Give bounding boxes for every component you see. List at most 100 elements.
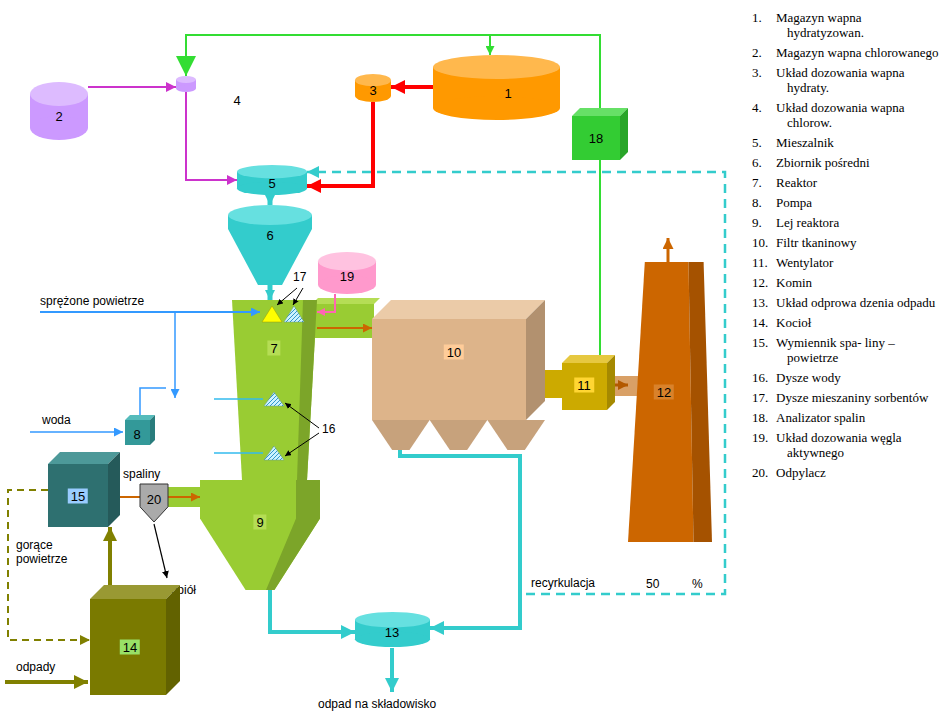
key-number: 15. xyxy=(752,335,776,365)
key-number: 17. xyxy=(752,390,776,405)
flow-connector xyxy=(599,160,601,355)
box3d-shape xyxy=(48,452,120,527)
key-text: Magazyn wapna chlorowanego xyxy=(776,45,940,60)
column-shape xyxy=(232,300,317,480)
key-list: 1.Magazyn wapna hydratyzowan.2.Magazyn w… xyxy=(752,10,940,485)
box-top xyxy=(48,452,120,464)
box-front xyxy=(48,464,108,527)
flow-connector xyxy=(270,590,355,632)
cylinder-top xyxy=(176,76,196,83)
key-row: 2.Magazyn wapna chlorowanego xyxy=(752,45,940,60)
box-side xyxy=(150,415,155,445)
node-outline xyxy=(200,480,320,590)
cyl-shape xyxy=(176,76,196,92)
flow-connector xyxy=(268,285,273,300)
cyl-shape xyxy=(355,612,430,647)
pump-line xyxy=(140,388,166,415)
cylinder-bottom xyxy=(176,85,196,92)
box-front xyxy=(125,420,150,445)
box-top xyxy=(562,355,615,363)
box3d-node: 11 xyxy=(562,355,615,410)
key-number: 6. xyxy=(752,155,776,170)
callout-number: 13 xyxy=(382,625,402,640)
callout-number: 6 xyxy=(263,228,276,243)
box3d-shape xyxy=(90,585,180,695)
key-row: 18.Analizator spalin xyxy=(752,410,940,425)
key-number: 16. xyxy=(752,370,776,385)
box-front xyxy=(372,319,526,420)
filter-shape xyxy=(372,300,545,450)
flow-connector xyxy=(317,294,335,312)
key-text: Wentylator xyxy=(776,255,940,270)
callout-number: 7 xyxy=(267,341,280,356)
callout-number: 2 xyxy=(52,109,65,124)
callout-number: 18 xyxy=(586,131,606,146)
key-number: 11. xyxy=(752,255,776,270)
key-row: 15.Wymiennik spa- liny – powietrze xyxy=(752,335,940,365)
box-front xyxy=(562,363,607,410)
key-text: Dysze wody xyxy=(776,370,940,385)
diagram-label: 16 xyxy=(322,422,335,436)
cyl-shape xyxy=(355,74,391,102)
box3d-node: 18 xyxy=(572,108,628,160)
diagram-label: % xyxy=(692,577,703,591)
key-text: Mieszalnik xyxy=(776,135,940,150)
funnel-top xyxy=(228,205,312,225)
column-node: 7 xyxy=(232,300,317,480)
node-outline xyxy=(232,300,317,480)
key-row: 7.Reaktor xyxy=(752,175,940,190)
shield-node: 20 xyxy=(140,484,168,522)
flow-connector xyxy=(88,86,176,88)
node-outline xyxy=(176,76,196,92)
key-row: 10.Filtr tkaninowy xyxy=(752,235,940,250)
key-number: 2. xyxy=(752,45,776,60)
cyclone-shape xyxy=(140,484,168,522)
filter-node: 10 xyxy=(372,300,545,450)
water-line xyxy=(30,431,123,433)
box-side xyxy=(166,585,180,695)
hopper-shape xyxy=(200,480,320,590)
key-text: Układ dozowania węgla aktywnego xyxy=(776,430,940,460)
flow-connector xyxy=(186,35,600,108)
key-number: 18. xyxy=(752,410,776,425)
box-front xyxy=(90,599,166,695)
compressed-air-line xyxy=(40,311,260,313)
callout-number: 15 xyxy=(68,489,88,504)
key-text: Reaktor xyxy=(776,175,940,190)
key-row: 8.Pompa xyxy=(752,195,940,210)
key-text: Układ odprowa dzenia odpadu xyxy=(776,295,940,310)
key-text: Odpylacz xyxy=(776,465,940,480)
cylinder-bottom xyxy=(433,96,560,120)
key-number: 4. xyxy=(752,100,776,130)
callout-number: 4 xyxy=(230,93,243,108)
callout-number: 10 xyxy=(444,345,464,360)
cyl-shape xyxy=(318,252,376,294)
key-row: 14.Kocioł xyxy=(752,315,940,330)
key-row: 19.Układ dozowania węgla aktywnego xyxy=(752,430,940,460)
cyl-shape xyxy=(30,82,88,140)
key-text: Układ dozowania wapna chlorow. xyxy=(776,100,940,130)
callout-number: 14 xyxy=(120,640,140,655)
key-text: Pompa xyxy=(776,195,940,210)
key-row: 12.Komin xyxy=(752,275,940,290)
box3d-shape xyxy=(125,415,155,445)
key-number: 7. xyxy=(752,175,776,190)
box-front xyxy=(572,116,620,160)
ash-leader xyxy=(154,524,167,578)
callout-number: 11 xyxy=(574,378,594,393)
key-row: 5.Mieszalnik xyxy=(752,135,940,150)
callout-number: 3 xyxy=(366,83,379,98)
box-side xyxy=(620,108,628,160)
chimney-node: 12 xyxy=(628,262,712,542)
flow-connector xyxy=(108,527,112,585)
exhaust-arrow xyxy=(667,238,670,262)
flow-connector xyxy=(307,172,725,594)
funnel-node: 6 xyxy=(228,205,312,285)
key-number: 9. xyxy=(752,215,776,230)
callout-number: 9 xyxy=(253,515,266,530)
cyl-node: 3 xyxy=(355,74,391,102)
node-outline xyxy=(628,262,712,542)
key-text: Komin xyxy=(776,275,940,290)
chimney-side xyxy=(688,262,712,542)
